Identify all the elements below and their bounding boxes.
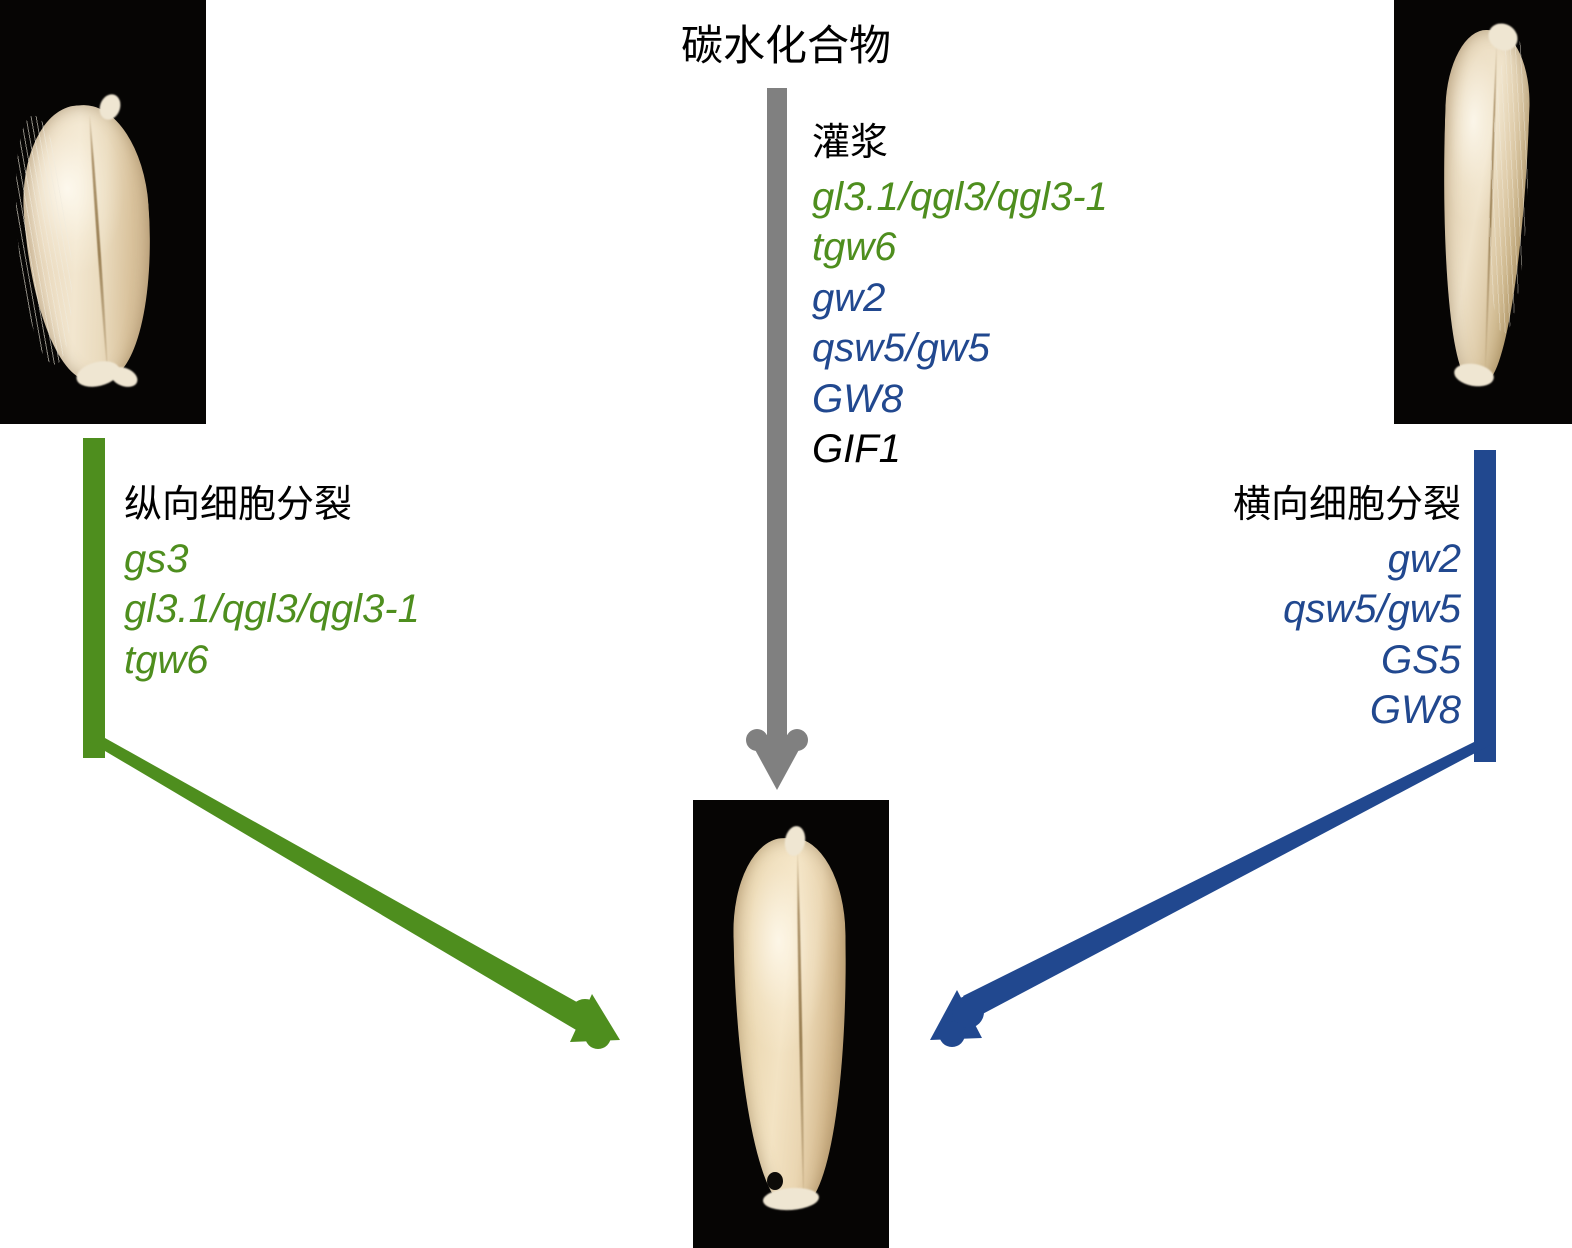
left-process-label: 纵向细胞分裂 [124, 484, 353, 526]
right-gene-list: gw2 qsw5/gw5 GS5 GW8 [1011, 534, 1461, 736]
gene-item: gl3.1/qgl3/qgl3-1 [812, 175, 1108, 219]
page-title: 碳水化合物 [680, 22, 891, 69]
gene-item: tgw6 [124, 637, 209, 682]
photo-wide-grain [0, 0, 206, 424]
left-gene-list: gs3 gl3.1/qgl3/qgl3-1 tgw6 [124, 534, 420, 685]
gene-item: gw2 [1387, 537, 1461, 581]
center-process-label: 灌浆 [812, 122, 889, 164]
gene-item: GW8 [1369, 688, 1461, 733]
gene-item: GIF1 [812, 426, 901, 471]
gene-item: qsw5/gw5 [812, 326, 990, 371]
center-gene-list: gl3.1/qgl3/qgl3-1 tgw6 gw2 qsw5/gw5 GW8 … [812, 172, 1108, 474]
right-process-label: 横向细胞分裂 [1232, 484, 1461, 526]
photo-target-grain [693, 800, 889, 1248]
gene-item: tgw6 [812, 225, 897, 270]
gene-item: gw2 [812, 275, 886, 320]
arrow-longitudinal-cell-division [83, 438, 620, 1049]
arrow-carbohydrate-center [746, 88, 808, 790]
photo-slender-grain [1394, 0, 1572, 424]
gene-item: gs3 [124, 537, 189, 581]
gene-item: gl3.1/qgl3/qgl3-1 [124, 587, 420, 632]
grain-shape-target [731, 837, 851, 1207]
grain-hilum-dot [767, 1172, 783, 1190]
gene-item: qsw5/gw5 [1283, 587, 1461, 632]
gene-item: GW8 [812, 376, 904, 421]
gene-item: GS5 [1380, 637, 1461, 682]
